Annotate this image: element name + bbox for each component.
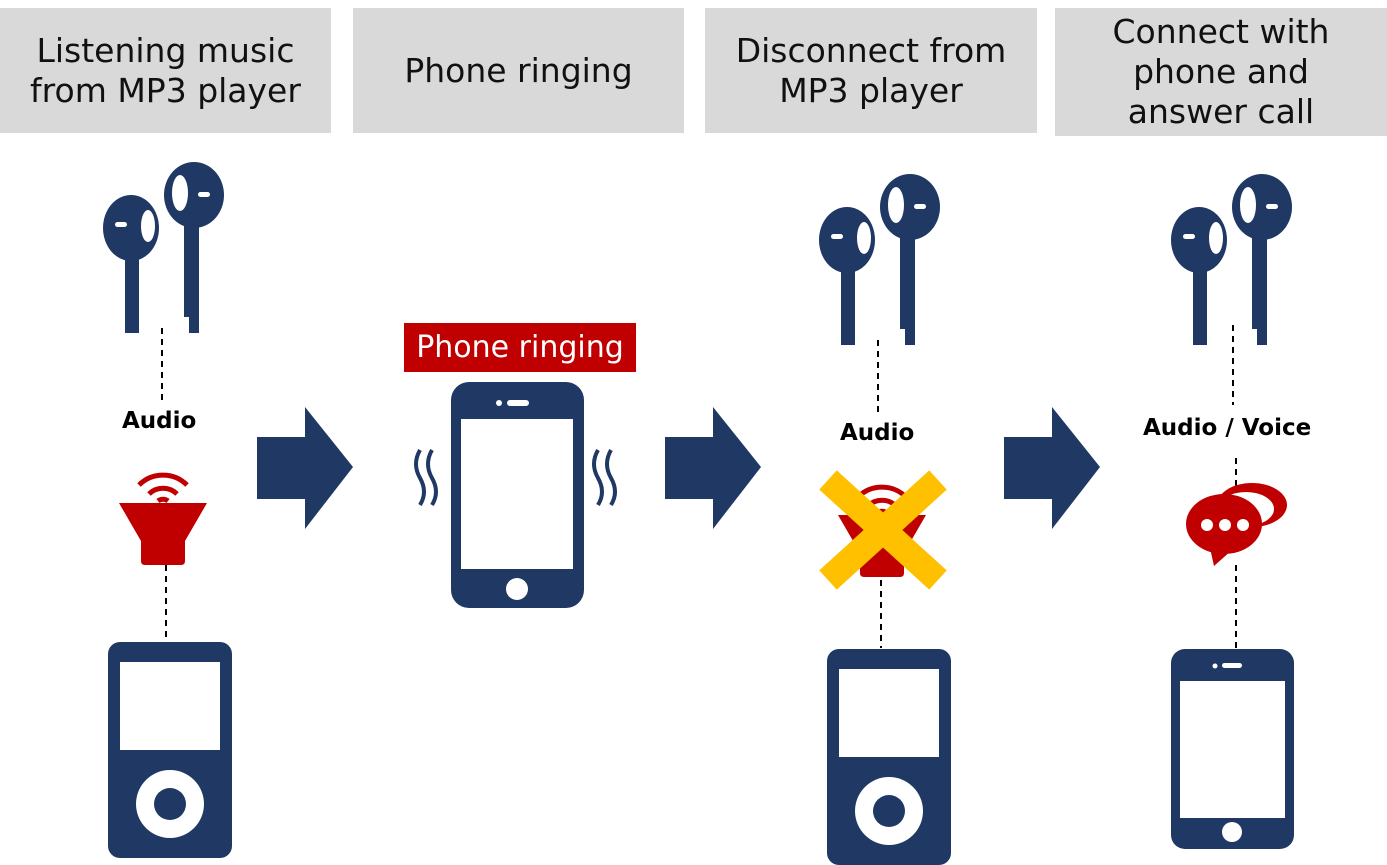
arrow-icon (257, 407, 353, 529)
earphones-icon (1171, 174, 1292, 345)
step-4-title: Connect with phone and answer call (1055, 8, 1387, 136)
phone-ringing-tag: Phone ringing (404, 323, 636, 372)
audio-link-label: Audio (836, 418, 919, 448)
speaker-icon (119, 475, 207, 565)
phone-icon (451, 382, 584, 608)
chat-bubble-icon (1186, 483, 1287, 566)
earphones-icon (103, 162, 224, 333)
mp3-player-icon (827, 649, 951, 865)
arrow-icon (665, 407, 761, 529)
phone-icon (1171, 649, 1294, 849)
mp3-player-icon (108, 642, 232, 858)
step-2-title: Phone ringing (353, 8, 684, 133)
step-1-title: Listening music from MP3 player (0, 8, 331, 133)
earphones-icon (819, 174, 940, 345)
audio-voice-link-label: Audio / Voice (1139, 413, 1316, 443)
vibration-icon (414, 449, 617, 507)
step-3-title: Disconnect from MP3 player (705, 8, 1037, 133)
audio-link-label: Audio (118, 406, 201, 436)
arrow-icon (1004, 407, 1100, 529)
cross-icon (819, 470, 947, 590)
